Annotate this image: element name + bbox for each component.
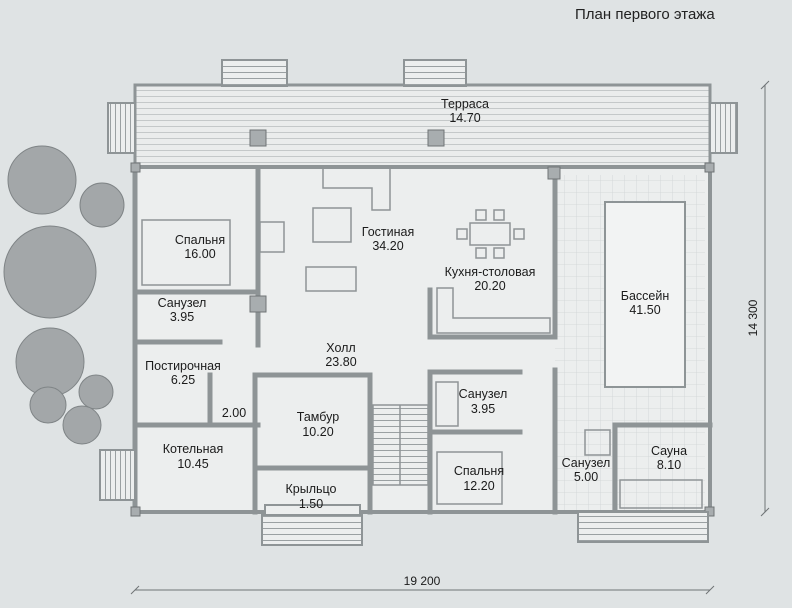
room-name: Бассейн [621,289,670,303]
room-area: 23.80 [325,355,356,369]
boiler-steps [99,449,136,501]
dimension-tick [760,80,770,90]
room-name: Тамбур [297,410,339,424]
column [249,295,267,313]
room-name: Крыльцо [286,482,337,496]
sofa [322,167,391,211]
room-area: 2.00 [222,406,246,420]
dimension-tick [760,507,770,517]
room-area: 16.00 [184,247,215,261]
room-area: 6.25 [171,373,195,387]
plan-title: План первого этажа [575,6,715,23]
terrace-deck [133,83,712,169]
room-name: Терраса [441,97,489,111]
furniture [141,167,703,509]
chair [475,209,487,221]
tree [7,145,77,215]
room-name: Спальня [175,233,225,247]
bed [141,219,231,286]
column [547,166,561,180]
room-area: 8.10 [657,458,681,472]
tree [15,327,85,397]
terrace-steps-top-right [403,59,467,87]
chair [493,209,505,221]
room-area: 10.45 [177,457,208,471]
bed [436,451,503,505]
fireplace [259,221,285,253]
pool-steps [577,511,709,543]
trees [3,145,125,445]
room-name: Санузел [158,296,207,310]
column [130,162,141,173]
shower [584,429,611,456]
chair [513,228,525,240]
sofa [305,266,357,292]
room-name: Санузел [459,387,508,401]
terrace-steps-right [709,102,738,154]
chair [493,247,505,259]
dimension-tick [130,585,140,595]
room-area: 3.95 [471,402,495,416]
porch-steps [261,514,363,546]
room-area: 20.20 [474,279,505,293]
tree [3,225,97,319]
room-area: 34.20 [372,239,403,253]
column [704,162,715,173]
tree [79,182,125,228]
chair [475,247,487,259]
room-labels: Терраса 14.70 Гостиная 34.20 Спальня 16.… [145,97,687,511]
room-area: 3.95 [170,310,194,324]
room-name: Сауна [651,444,687,458]
tree [29,386,67,424]
column [130,506,141,517]
walls [132,164,713,515]
bathtub [435,381,459,427]
columns [130,129,715,517]
kitchen-counter [436,287,551,334]
room-area: 41.50 [629,303,660,317]
room-area: 1.50 [299,497,323,511]
room-name: Постирочная [145,359,221,373]
room-name: Кухня-столовая [445,265,536,279]
room-name: Гостиная [362,225,414,239]
room-name: Котельная [163,442,224,456]
terrace-steps-left [107,102,136,154]
room-name: Спальня [454,464,504,478]
dimension-depth: 14 300 [746,299,760,336]
room-name: Холл [326,341,355,355]
room-area: 12.20 [463,479,494,493]
dimension-lines [130,80,770,595]
chair [456,228,468,240]
dining-table [469,222,511,246]
column [249,129,267,147]
terrace-steps-top-left [221,59,288,87]
room-area: 5.00 [574,470,598,484]
tree [78,374,114,410]
room-area: 10.20 [302,425,333,439]
room-name: Санузел [562,456,611,470]
room-area: 14.70 [449,111,480,125]
sauna-bench [619,479,703,509]
column [427,129,445,147]
tree [62,405,102,445]
coffee-table [312,207,352,243]
dimension-width: 19 200 [404,574,441,588]
dimension-tick [705,585,715,595]
pool-basin [604,201,686,388]
